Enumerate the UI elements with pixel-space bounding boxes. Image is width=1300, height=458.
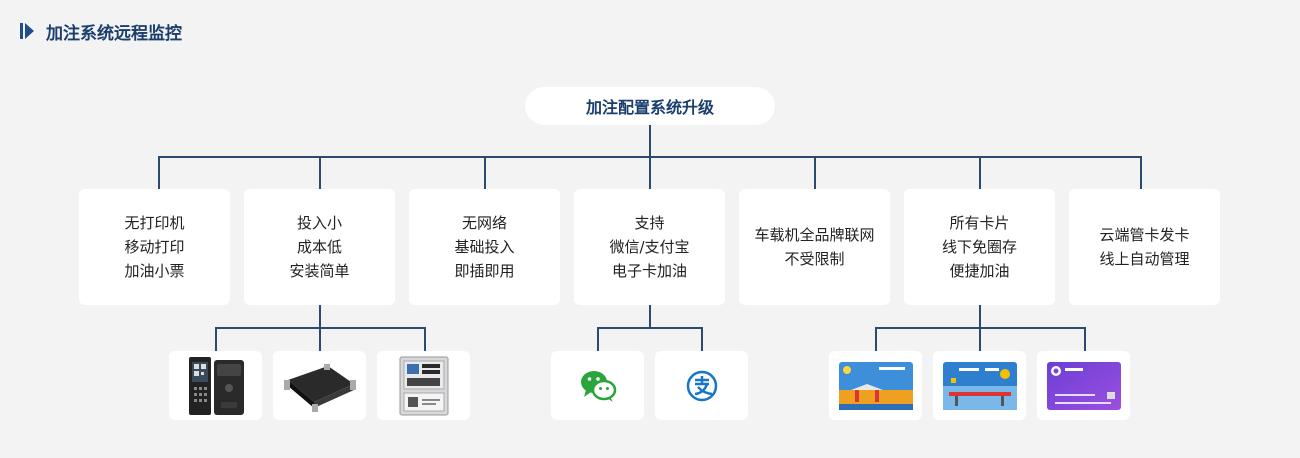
connector-group3-drop <box>979 327 981 351</box>
feature-line: 所有卡片 <box>949 214 1010 232</box>
connector-group3-trunk <box>979 305 981 328</box>
device-tile-wechat <box>551 351 644 420</box>
device-tile-control-box <box>377 351 470 420</box>
feature-line: 云端管卡发卡 <box>1099 226 1190 244</box>
feature-card-vehicle-network: 车载机全品牌联网 不受限制 <box>739 189 890 305</box>
connector-group1-trunk <box>319 305 321 328</box>
connector-group1-drop <box>215 327 217 351</box>
device-tile-alipay <box>655 351 748 420</box>
vehicle-unit-icon <box>283 363 356 412</box>
feature-line: 支持 <box>634 214 665 232</box>
fuel-card-station-icon <box>942 361 1017 410</box>
feature-card-payment: 支持 微信/支付宝 电子卡加油 <box>574 189 725 305</box>
play-marker-icon <box>20 22 34 40</box>
feature-line: 基础投入 <box>454 238 515 256</box>
feature-card-offline-cards: 所有卡片 线下免圈存 便捷加油 <box>904 189 1055 305</box>
feature-card-cloud-management: 云端管卡发卡 线上自动管理 <box>1069 189 1220 305</box>
feature-line: 线下免圈存 <box>941 238 1017 256</box>
device-tile-vehicle-unit <box>273 351 366 420</box>
wechat-icon <box>580 370 616 402</box>
alipay-icon <box>686 370 717 401</box>
page-title: 加注系统远程监控 <box>46 23 182 44</box>
feature-line: 车载机全品牌联网 <box>754 226 875 244</box>
section-header: 加注系统远程监控 <box>20 19 182 44</box>
feature-line: 微信/支付宝 <box>609 238 690 256</box>
feature-line: 即插即用 <box>454 262 515 280</box>
feature-card-plug-and-play: 无网络 基础投入 即插即用 <box>409 189 560 305</box>
feature-line: 电子卡加油 <box>611 262 687 280</box>
feature-line: 移动打印 <box>124 238 185 256</box>
feature-line: 无网络 <box>461 214 507 232</box>
connector-drop-4 <box>649 156 651 189</box>
fuel-card-blue-icon <box>838 361 913 410</box>
feature-line: 成本低 <box>296 238 342 256</box>
feature-card-low-cost: 投入小 成本低 安装简单 <box>244 189 395 305</box>
connector-drop-3 <box>484 156 486 189</box>
connector-root-trunk <box>649 125 651 157</box>
connector-group2-drop <box>597 327 599 351</box>
device-tile-fuel-card-blue <box>829 351 922 420</box>
connector-group3-drop <box>875 327 877 351</box>
connector-group1-drop <box>319 327 321 351</box>
feature-line: 不受限制 <box>784 250 845 268</box>
root-node: 加注配置系统升级 <box>525 87 775 125</box>
connector-drop-2 <box>319 156 321 189</box>
pos-terminal-icon <box>188 356 244 415</box>
feature-line: 安装简单 <box>289 262 350 280</box>
connector-drop-1 <box>158 156 160 189</box>
feature-line: 线上自动管理 <box>1099 250 1190 268</box>
connector-group2-trunk <box>649 305 651 328</box>
device-tile-membership-card <box>1037 351 1130 420</box>
connector-drop-6 <box>979 156 981 189</box>
connector-drop-5 <box>814 156 816 189</box>
connector-drop-7 <box>1140 156 1142 189</box>
connector-group2-drop <box>701 327 703 351</box>
feature-line: 加油小票 <box>124 262 185 280</box>
feature-line: 无打印机 <box>124 214 185 232</box>
device-tile-pos <box>169 351 262 420</box>
feature-line: 便捷加油 <box>949 262 1010 280</box>
connector-group2-bus <box>597 327 703 329</box>
feature-line: 投入小 <box>296 214 342 232</box>
control-box-icon <box>399 356 448 415</box>
connector-group1-drop <box>424 327 426 351</box>
device-tile-fuel-card-station <box>933 351 1026 420</box>
feature-card-mobile-print: 无打印机 移动打印 加油小票 <box>79 189 230 305</box>
membership-card-purple-icon <box>1046 361 1121 410</box>
connector-group3-drop <box>1084 327 1086 351</box>
